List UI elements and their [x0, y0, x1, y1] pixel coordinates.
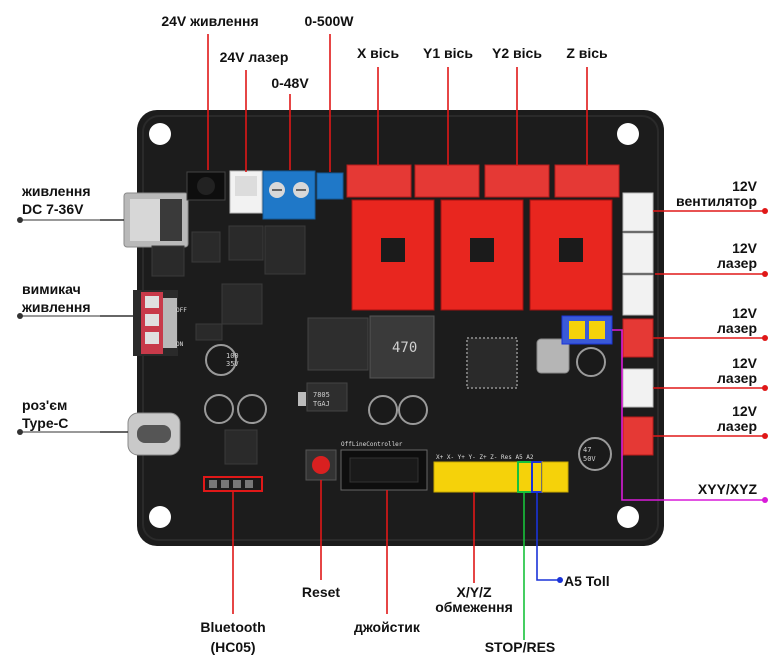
right-connectors	[622, 192, 654, 456]
small-caps: 100 35V 47 50V	[204, 344, 612, 471]
label-limits-1: X/Y/Z	[456, 584, 491, 600]
silk-xyz-text: X+ X- Y+ Y- Z+ Z- Res A5 A2	[436, 454, 534, 461]
label-dc-power-1: живлення	[21, 183, 91, 199]
cap-volt-1: 35V	[226, 360, 239, 368]
leader-dots	[17, 208, 768, 583]
microcontroller	[466, 337, 570, 389]
label-laser1-1: 12V	[732, 240, 758, 256]
small-blue-connector	[316, 172, 344, 200]
big-cap-text: 47	[583, 446, 591, 454]
label-laser-24v: 24V лазер	[220, 49, 289, 65]
label-z-axis: Z вісь	[566, 45, 608, 61]
label-switch-1: вимикач	[22, 281, 81, 297]
label-limits-2: обмеження	[435, 599, 513, 615]
label-dc-power-2: DC 7-36V	[22, 201, 84, 217]
screw-terminal	[262, 170, 316, 220]
regulator-sub-text: TGAJ	[313, 400, 330, 408]
leader-lines	[100, 34, 765, 640]
joystick-header: OffLineController	[340, 441, 428, 491]
bluetooth-header	[203, 476, 263, 492]
power-24v-connector	[186, 171, 226, 201]
label-fan-1: 12V	[732, 178, 758, 194]
big-cap-volt: 50V	[583, 455, 596, 463]
inductor: 470	[307, 315, 435, 379]
regulator-text: 7805	[313, 391, 330, 399]
label-bluetooth-1: Bluetooth	[200, 619, 265, 635]
cap-text-1: 100	[226, 352, 239, 360]
label-range-0-48: 0-48V	[271, 75, 309, 91]
dc-jack	[123, 192, 189, 248]
label-joystick: джойстик	[354, 619, 421, 635]
label-laser2-2: лазер	[717, 320, 757, 336]
power-switch: OFF ON	[133, 290, 187, 356]
limits-header: X+ X- Y+ Y- Z+ Z- Res A5 A2	[433, 454, 569, 493]
switch-on-text: ON	[176, 341, 184, 348]
label-reset: Reset	[302, 584, 340, 600]
label-typec-1: роз'єм	[22, 397, 67, 413]
inductor-text: 470	[392, 340, 417, 356]
label-range-0-500: 0-500W	[304, 13, 354, 29]
mount-hole-bl	[149, 506, 171, 528]
label-laser2-1: 12V	[732, 305, 758, 321]
mount-hole-tr	[617, 123, 639, 145]
label-laser3-1: 12V	[732, 355, 758, 371]
switch-off-text: OFF	[176, 307, 187, 314]
label-bluetooth-2: (HC05)	[210, 639, 255, 655]
label-typec-2: Type-C	[22, 415, 68, 431]
label-x-axis: X вісь	[357, 45, 400, 61]
label-fan-2: вентилятор	[676, 193, 757, 209]
label-power-24v: 24V живлення	[161, 13, 258, 29]
reset-button	[305, 449, 337, 481]
label-y1-axis: Y1 вісь	[423, 45, 473, 61]
labels: 24V живлення 0-500W 24V лазер 0-48V X ві…	[21, 13, 758, 655]
label-switch-2: живлення	[21, 299, 91, 315]
mount-hole-br	[617, 506, 639, 528]
label-y2-axis: Y2 вісь	[492, 45, 542, 61]
label-laser1-2: лазер	[717, 255, 757, 271]
typec-port	[127, 412, 181, 456]
port-label-text: OffLineController	[341, 441, 403, 448]
mount-hole-tl	[149, 123, 171, 145]
label-stop-res: STOP/RES	[485, 639, 556, 655]
label-a5-toll: A5 Toll	[564, 573, 610, 589]
regulator-7805: 7805 TGAJ	[298, 382, 348, 412]
label-xyy-xyz: XYY/XYZ	[698, 481, 758, 497]
laser-24v-connector	[229, 170, 263, 214]
label-laser4-2: лазер	[717, 418, 757, 434]
label-laser4-1: 12V	[732, 403, 758, 419]
xyy-xyz-jumper	[561, 315, 613, 345]
mosfets	[151, 225, 306, 465]
label-laser3-2: лазер	[717, 370, 757, 386]
stepper-drivers	[346, 164, 620, 311]
